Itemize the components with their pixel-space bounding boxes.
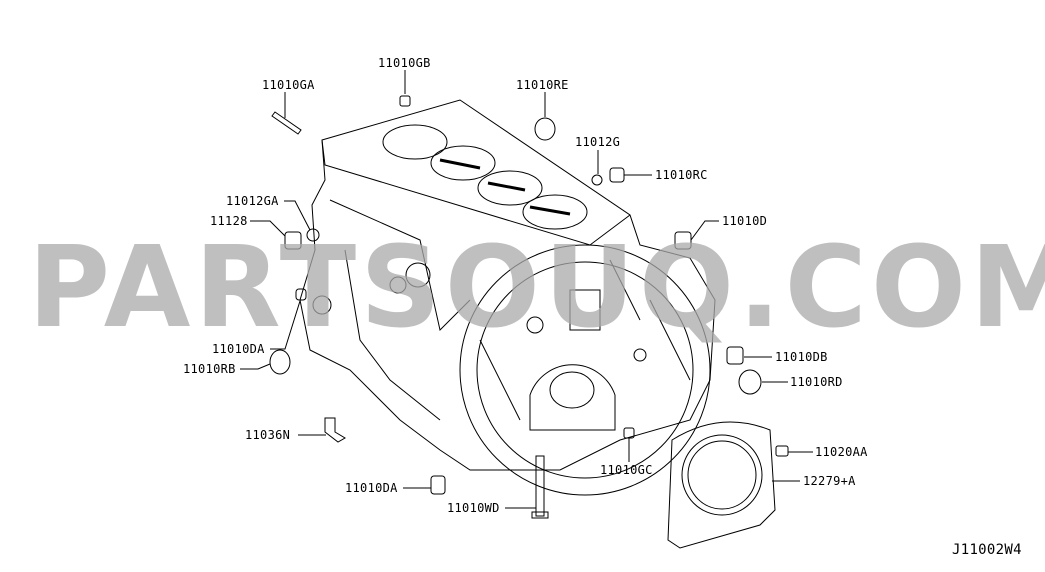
callout-11010GA[interactable]: 11010GA [262, 78, 315, 92]
callout-11012G[interactable]: 11012G [575, 135, 621, 149]
callout-11036N[interactable]: 11036N [245, 428, 291, 442]
callout-11010D[interactable]: 11010D [722, 214, 768, 228]
callout-11128[interactable]: 11128 [210, 214, 248, 228]
callout-11010DB[interactable]: 11010DB [775, 350, 828, 364]
cylinder-block [299, 99, 716, 496]
callout-11010GB[interactable]: 11010GB [378, 56, 431, 70]
watermark: PARTSOUQ.COM [28, 223, 1045, 353]
callout-11012GA[interactable]: 11012GA [226, 194, 279, 208]
callout-11010RC[interactable]: 11010RC [655, 168, 708, 182]
callout-11010GC[interactable]: 11010GC [600, 463, 653, 477]
callout-11010WD[interactable]: 11010WD [447, 501, 500, 515]
callout-11010DA[interactable]: 11010DA [212, 342, 265, 356]
callout-12279+A[interactable]: 12279+A [803, 474, 856, 488]
callout-11010RB[interactable]: 11010RB [183, 362, 236, 376]
leader-lines [240, 70, 813, 509]
callout-11010RE[interactable]: 11010RE [516, 78, 569, 92]
part-shapes [269, 95, 789, 549]
callout-11010DA-lower[interactable]: 11010DA [345, 481, 398, 495]
callout-11020AA[interactable]: 11020AA [815, 445, 868, 459]
callout-11010RD[interactable]: 11010RD [790, 375, 843, 389]
figure-code: J11002W4 [952, 542, 1022, 558]
